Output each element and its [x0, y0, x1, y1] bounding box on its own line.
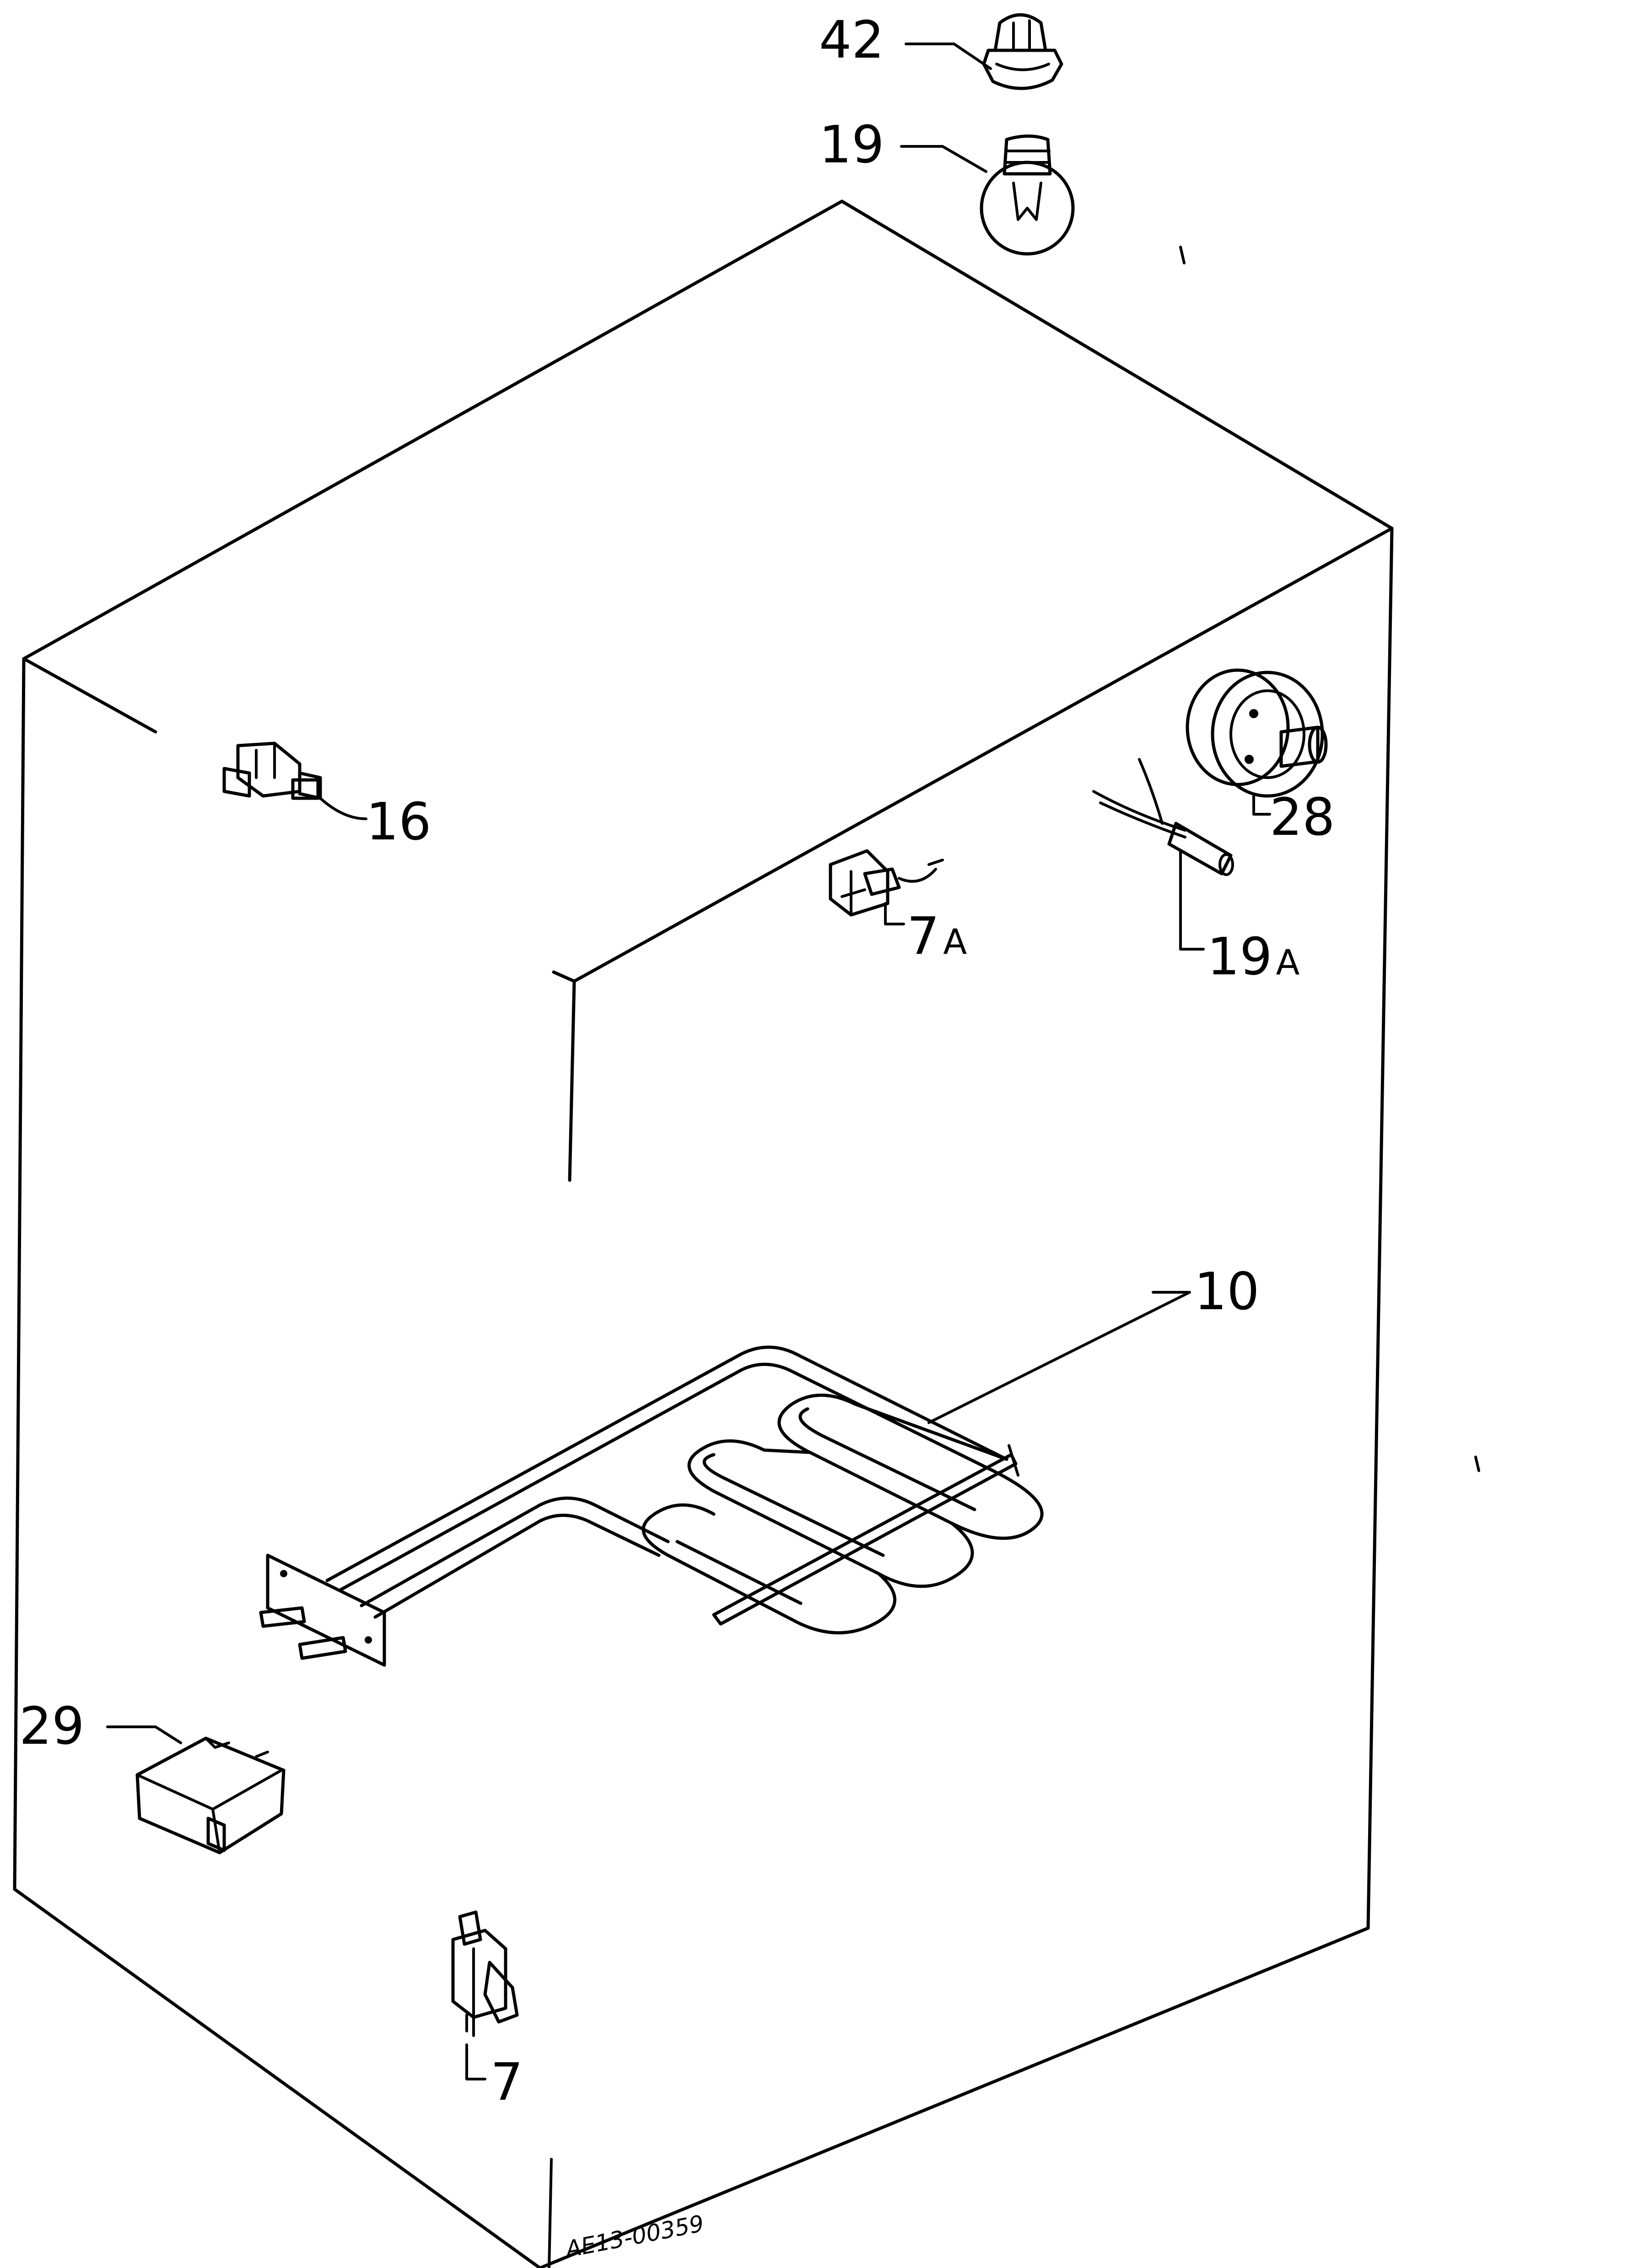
part-28-thermostat[interactable]: 28: [1186, 668, 1335, 847]
part-7-number: 7: [491, 2053, 523, 2112]
part-19-lamp-bulb[interactable]: 19: [819, 115, 1075, 256]
part-42-number: 42: [819, 11, 884, 70]
drawing-reference-code: AE13-00359: [562, 2210, 706, 2263]
appliance-housing: [13, 199, 1480, 2268]
part-29-terminal-cover[interactable]: 29: [19, 1697, 286, 1854]
part-10-grill-element[interactable]: 10: [259, 1262, 1260, 1667]
part-10-number: 10: [1194, 1262, 1260, 1322]
part-16-push-switch[interactable]: 16: [222, 742, 431, 852]
part-28-number: 28: [1270, 788, 1335, 847]
part-7-rocker-switch[interactable]: 7: [451, 1910, 523, 2112]
part-29-number: 29: [19, 1697, 85, 1756]
part-16-number: 16: [366, 792, 431, 852]
part-19-number: 19: [819, 115, 884, 175]
part-42-lamp-holder[interactable]: 42: [819, 11, 1063, 90]
